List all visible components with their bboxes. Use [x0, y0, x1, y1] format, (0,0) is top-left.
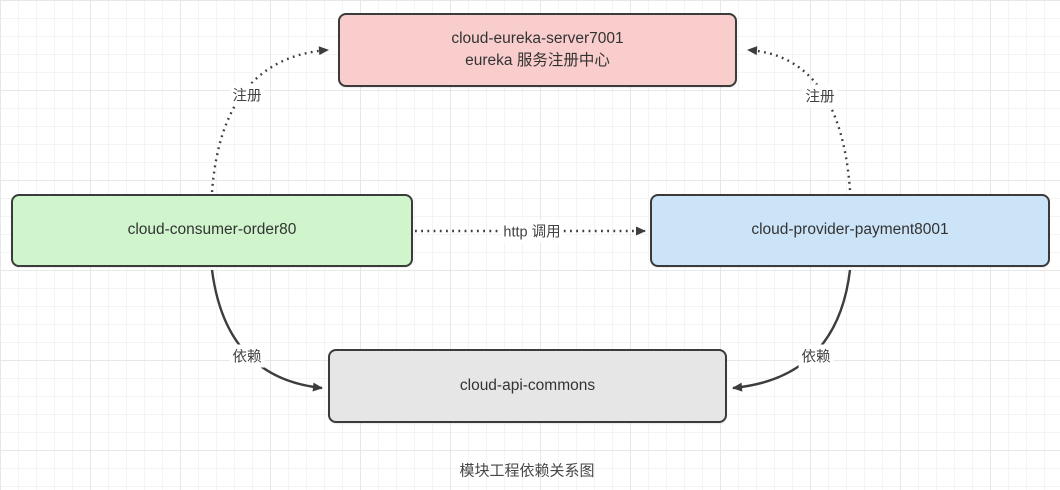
- node-eureka-server[interactable]: cloud-eureka-server7001 eureka 服务注册中心: [338, 13, 737, 87]
- node-consumer-order[interactable]: cloud-consumer-order80: [11, 194, 413, 267]
- diagram-caption: 模块工程依赖关系图: [459, 462, 595, 480]
- node-consumer-label: cloud-consumer-order80: [127, 221, 297, 239]
- edge-label-http-call[interactable]: http 调用: [500, 219, 564, 243]
- node-eureka-subtitle: eureka 服务注册中心: [465, 52, 610, 69]
- node-api-commons[interactable]: cloud-api-commons: [328, 349, 727, 423]
- edge-register-right[interactable]: [747, 46, 852, 191]
- node-eureka-title: cloud-eureka-server7001: [451, 29, 624, 47]
- edge-depend-left[interactable]: [210, 269, 323, 392]
- edge-label-register-right[interactable]: 注册: [802, 84, 838, 108]
- node-provider-payment[interactable]: cloud-provider-payment8001: [650, 194, 1050, 267]
- node-commons-label: cloud-api-commons: [459, 376, 596, 394]
- edge-register-left[interactable]: [210, 46, 329, 193]
- edge-label-depend-left[interactable]: 依赖: [229, 344, 265, 368]
- edge-depend-right[interactable]: [732, 269, 852, 392]
- edge-label-register-left[interactable]: 注册: [229, 83, 265, 107]
- node-provider-label: cloud-provider-payment8001: [751, 221, 949, 239]
- edge-label-depend-right[interactable]: 依赖: [798, 344, 834, 368]
